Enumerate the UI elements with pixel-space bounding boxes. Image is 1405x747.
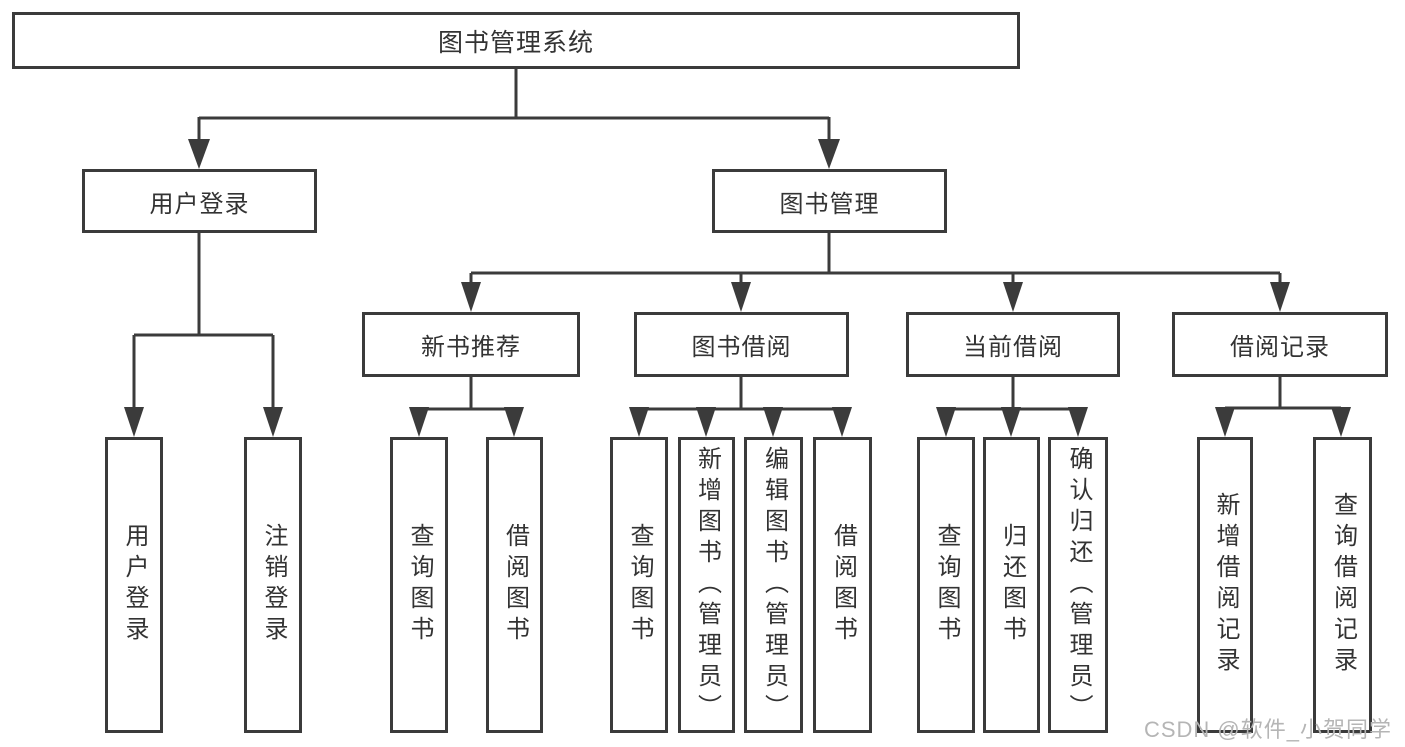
csdn-watermark: CSDN @软件_小贺同学	[1143, 717, 1392, 742]
connector-borrow-records-children	[1215, 377, 1351, 437]
node-book-mgmt: 图书管理	[712, 169, 947, 233]
connector-user-login-children	[124, 233, 283, 437]
leaf-cb-query-books-label: 查询图书	[933, 523, 960, 647]
leaf-cb-return-books: 归还图书	[983, 437, 1040, 733]
leaf-bb-add-books-admin: 新增图书（管理员）	[678, 437, 735, 733]
leaf-user-login: 用户登录	[105, 437, 163, 733]
leaf-br-query-record-label: 查询借阅记录	[1329, 492, 1357, 678]
node-user-login: 用户登录	[82, 169, 317, 233]
leaf-br-add-record: 新增借阅记录	[1197, 437, 1253, 733]
node-current-borrow: 当前借阅	[906, 312, 1120, 377]
node-book-mgmt-label: 图书管理	[779, 190, 880, 218]
leaf-cb-confirm-return-admin-label: 确认归还（管理员）	[1065, 445, 1092, 725]
leaf-nbr-borrow-books: 借阅图书	[486, 437, 543, 733]
connector-book-borrow-children	[629, 377, 852, 437]
leaf-cb-query-books: 查询图书	[917, 437, 975, 733]
node-user-login-label: 用户登录	[149, 190, 250, 218]
leaf-nbr-query-books-label: 查询图书	[406, 523, 433, 647]
node-current-borrow-label: 当前借阅	[963, 334, 1063, 361]
leaf-logout: 注销登录	[244, 437, 302, 733]
leaf-nbr-borrow-books-label: 借阅图书	[501, 523, 529, 647]
leaf-bb-edit-books-admin: 编辑图书（管理员）	[744, 437, 803, 733]
leaf-logout-label: 注销登录	[260, 523, 287, 647]
leaf-bb-edit-books-admin-label: 编辑图书（管理员）	[760, 445, 788, 725]
leaf-br-add-record-label: 新增借阅记录	[1212, 492, 1239, 678]
leaf-cb-confirm-return-admin: 确认归还（管理员）	[1048, 437, 1108, 733]
leaf-user-login-label: 用户登录	[121, 523, 148, 647]
node-borrow-records: 借阅记录	[1172, 312, 1388, 377]
node-root: 图书管理系统	[12, 12, 1020, 69]
node-book-borrow: 图书借阅	[634, 312, 849, 377]
leaf-br-query-record: 查询借阅记录	[1313, 437, 1372, 733]
connector-book-mgmt-to-level3	[461, 233, 1290, 312]
leaf-nbr-query-books: 查询图书	[390, 437, 448, 733]
connector-new-book-rec-children	[409, 377, 524, 437]
leaf-bb-query-books-label: 查询图书	[626, 523, 653, 647]
leaf-bb-borrow-books: 借阅图书	[813, 437, 872, 733]
leaf-bb-add-books-admin-label: 新增图书（管理员）	[693, 445, 721, 725]
leaf-bb-query-books: 查询图书	[610, 437, 668, 733]
node-new-book-rec: 新书推荐	[362, 312, 580, 377]
connector-current-borrow-children	[936, 377, 1088, 437]
leaf-cb-return-books-label: 归还图书	[998, 523, 1026, 647]
node-root-label: 图书管理系统	[437, 28, 594, 57]
leaf-bb-borrow-books-label: 借阅图书	[829, 523, 857, 647]
connector-root-to-level2	[188, 69, 840, 169]
node-book-borrow-label: 图书借阅	[691, 334, 792, 361]
node-new-book-rec-label: 新书推荐	[421, 334, 521, 361]
node-borrow-records-label: 借阅记录	[1230, 334, 1330, 361]
